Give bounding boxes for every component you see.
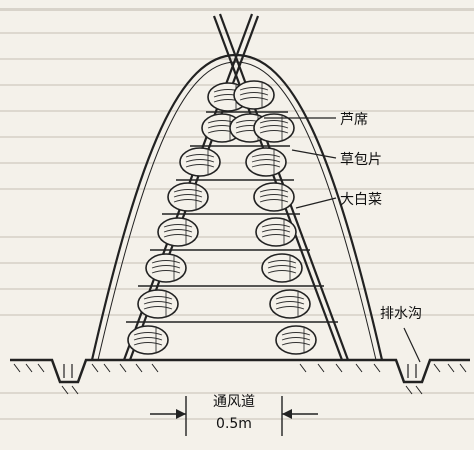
- reed-mat-arch-inner: [97, 61, 377, 361]
- cabbage-icon: [261, 253, 303, 283]
- label-vent-width: 0.5m: [216, 416, 252, 432]
- cabbage-icon: [245, 147, 287, 177]
- vent-arrow-right-icon: [282, 409, 292, 419]
- cabbage-icon: [255, 217, 297, 247]
- vent-arrow-left-icon: [176, 409, 186, 419]
- cabbage-icon: [157, 217, 199, 247]
- ground-hatching: [13, 363, 467, 395]
- ground-line: [10, 358, 470, 384]
- label-cabbage: 大白菜: [340, 192, 382, 208]
- cabbage-icon: [233, 80, 275, 110]
- leader-lines: [264, 117, 421, 363]
- cabbage-icon: [253, 182, 295, 212]
- straw-pad-shelves: [126, 111, 338, 323]
- label-drain-ditch: 排水沟: [380, 306, 422, 322]
- cabbage-icon: [145, 253, 187, 283]
- label-vent-path: 通风道: [213, 394, 255, 410]
- cabbage-icon: [127, 325, 169, 355]
- cabbage-icon: [167, 182, 209, 212]
- cabbage-icon: [253, 113, 295, 143]
- cabbage-icon: [269, 289, 311, 319]
- cabbage-icon: [179, 147, 221, 177]
- label-straw-pad: 草包片: [340, 152, 382, 168]
- label-reed-mat: 芦席: [340, 112, 368, 128]
- ditch-marks: [63, 364, 417, 378]
- cabbage-stack: [127, 80, 317, 355]
- cabbage-icon: [275, 325, 317, 355]
- cabbage-icon: [137, 289, 179, 319]
